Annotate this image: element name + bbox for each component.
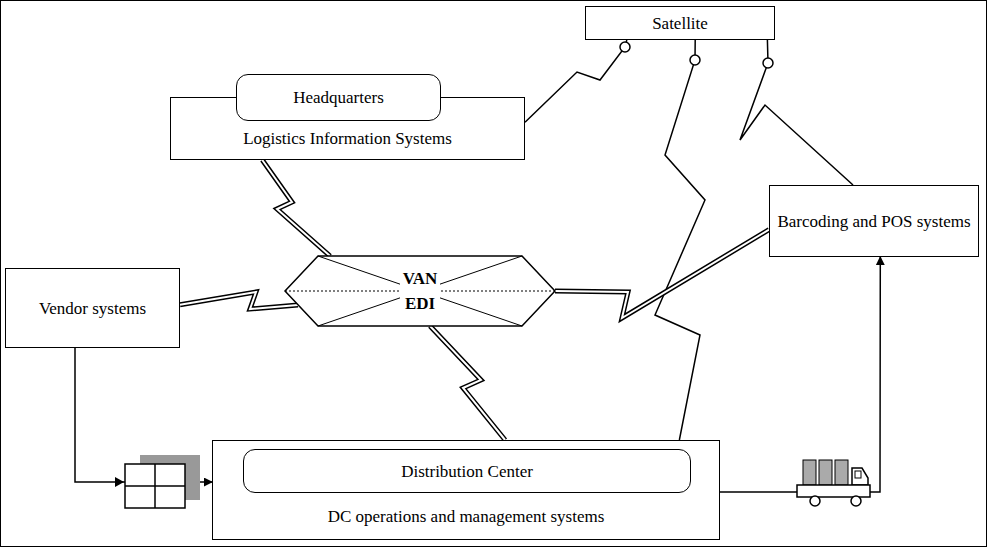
link-inner bbox=[262, 160, 330, 256]
link-outer bbox=[555, 230, 769, 318]
link-inner bbox=[180, 292, 298, 309]
truck-window bbox=[855, 471, 861, 478]
truck-container bbox=[803, 460, 816, 485]
link-outer bbox=[262, 160, 330, 256]
truck-icon bbox=[797, 460, 870, 506]
truck-container bbox=[835, 460, 848, 485]
truck-wheel bbox=[810, 496, 820, 506]
data-link bbox=[555, 230, 769, 318]
node-label: DC operations and management systems bbox=[213, 506, 719, 527]
facility-box: Distribution Center bbox=[243, 449, 691, 493]
link-line bbox=[525, 40, 627, 122]
system-box: DC operations and management systems Dist… bbox=[212, 440, 720, 540]
system-box: Barcoding and POS systems bbox=[769, 185, 979, 257]
link-inner bbox=[555, 230, 769, 318]
truck-bed bbox=[797, 485, 870, 497]
system-box: Vendor systems bbox=[5, 268, 180, 348]
network-hexagon: VAN EDI bbox=[285, 256, 555, 326]
wireless-link bbox=[655, 40, 705, 440]
data-link bbox=[180, 292, 298, 309]
link-line bbox=[655, 40, 705, 440]
node-label: Barcoding and POS systems bbox=[777, 211, 970, 232]
wireless-link bbox=[720, 257, 880, 492]
antenna-dot bbox=[620, 42, 630, 52]
system-box: Logistics Information SystemsHeadquarter… bbox=[170, 97, 525, 160]
org-box: Headquarters bbox=[236, 74, 441, 121]
pallet-box bbox=[125, 464, 185, 508]
data-link bbox=[430, 326, 505, 440]
antenna-dot bbox=[690, 55, 700, 65]
node-label: Logistics Information Systems bbox=[171, 128, 524, 149]
node-label: Distribution Center bbox=[401, 461, 533, 482]
wireless-link bbox=[525, 40, 630, 122]
node-label: VAN EDI bbox=[400, 266, 441, 316]
link-outer bbox=[180, 292, 298, 309]
link-line bbox=[720, 257, 880, 492]
wireless-link bbox=[740, 40, 853, 185]
pallet-icon bbox=[115, 455, 200, 508]
cross-line bbox=[318, 256, 522, 326]
arrow-head bbox=[115, 477, 124, 487]
node-label: Vendor systems bbox=[39, 298, 146, 319]
antenna-dot bbox=[763, 58, 773, 68]
data-link bbox=[262, 160, 330, 256]
node-label: Satellite bbox=[652, 13, 708, 34]
link-line bbox=[740, 40, 853, 185]
link-outer bbox=[430, 326, 505, 440]
pallet-divider bbox=[125, 485, 185, 487]
link-inner bbox=[430, 326, 505, 440]
cross-line bbox=[318, 256, 522, 326]
truck-wheel bbox=[851, 496, 861, 506]
hexagon-shape bbox=[285, 256, 555, 326]
node-label: Headquarters bbox=[293, 87, 384, 108]
satellite-box: Satellite bbox=[585, 6, 775, 40]
truck-container bbox=[819, 460, 832, 485]
truck-cab bbox=[852, 468, 868, 485]
